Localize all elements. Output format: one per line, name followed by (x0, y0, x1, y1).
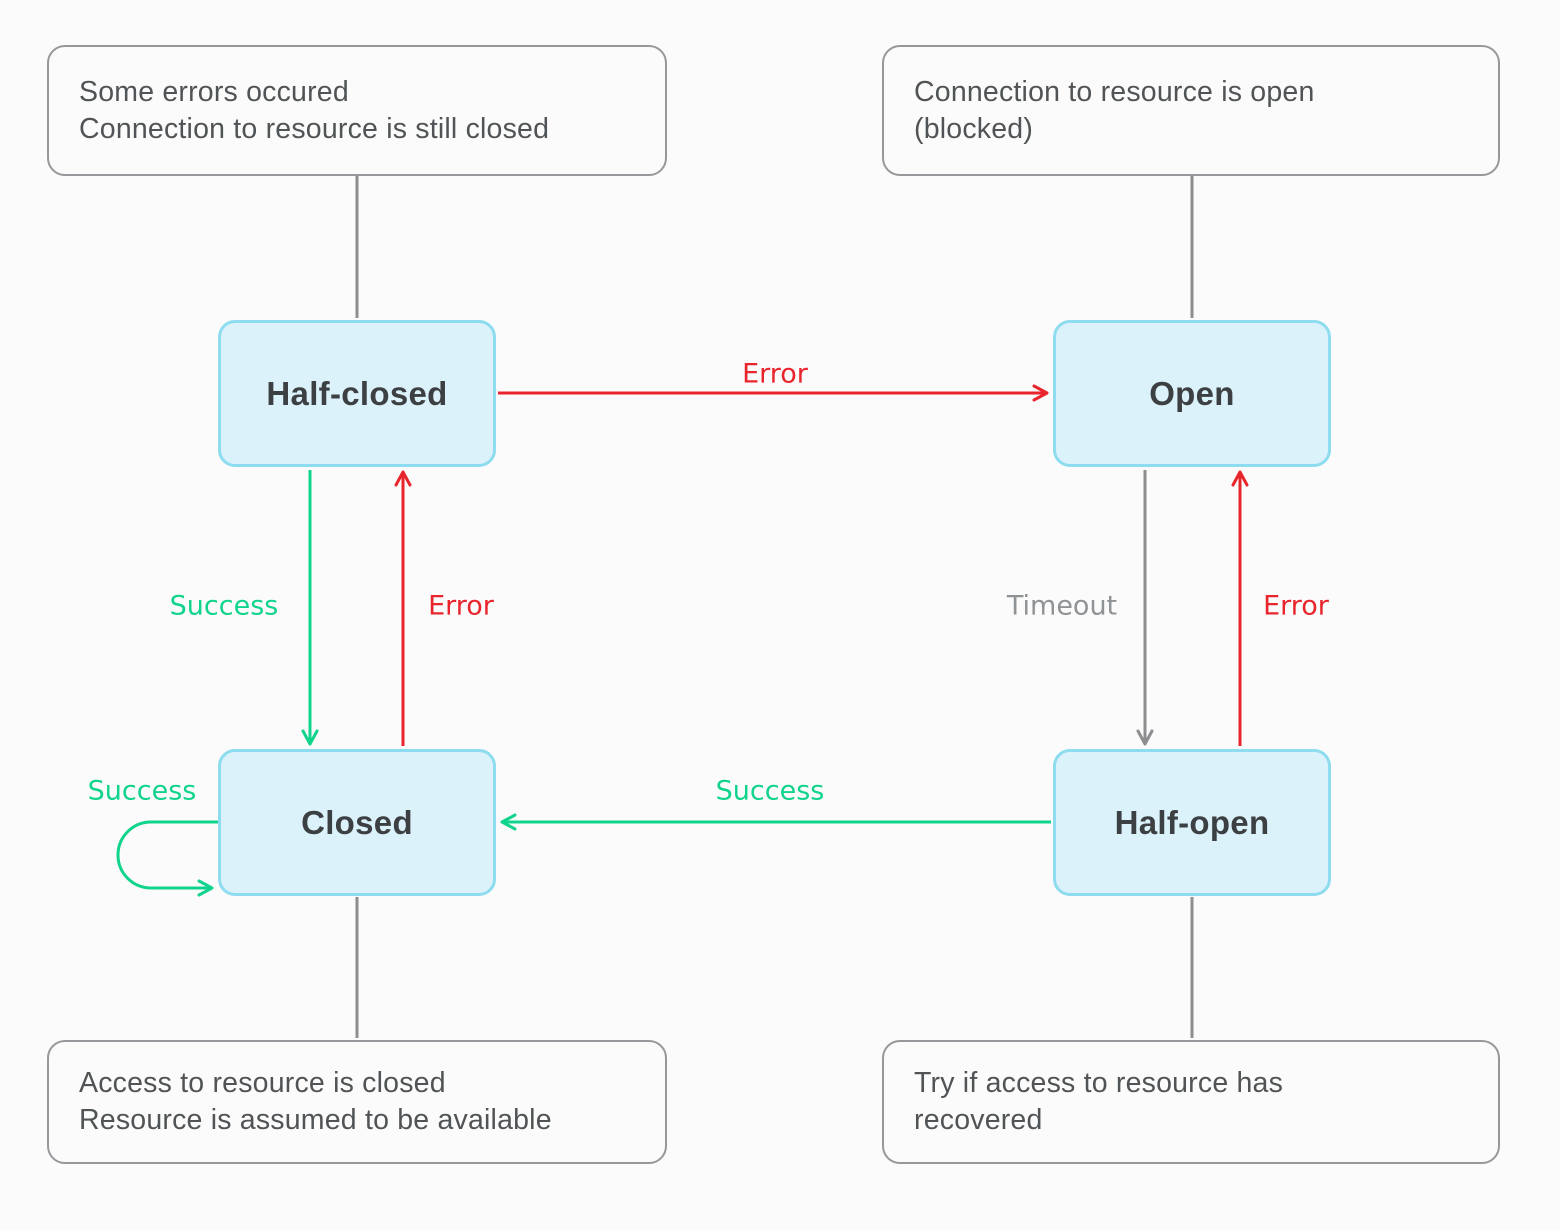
state-half-open: Half-open (1053, 749, 1331, 896)
note-closed: Access to resource is closed Resource is… (47, 1040, 667, 1164)
note-line: Try if access to resource has (914, 1067, 1284, 1099)
note-half-open: Try if access to resource has recovered (882, 1040, 1500, 1164)
edge-label-success-closed-self: Success (87, 775, 197, 807)
edge-label-timeout-open-half-open: Timeout (1006, 590, 1118, 622)
state-half-closed: Half-closed (218, 320, 496, 467)
state-label: Half-open (1114, 803, 1270, 841)
edge-label-success-half-closed-closed: Success (169, 590, 279, 622)
state-label: Open (1149, 374, 1235, 412)
edge-closed-self-loop (116, 820, 218, 897)
edge-label-error-half-closed-open: Error (742, 358, 808, 390)
note-line: Resource is assumed to be available (79, 1104, 552, 1136)
note-line: recovered (914, 1104, 1043, 1136)
state-open: Open (1053, 320, 1331, 467)
note-line: Connection to resource is still closed (79, 112, 550, 145)
state-label: Half-closed (266, 374, 448, 412)
edge-label-error-closed-half-closed: Error (428, 590, 494, 622)
note-line: Connection to resource is open (914, 75, 1315, 108)
note-half-closed: Some errors occured Connection to resour… (47, 45, 667, 176)
note-open: Connection to resource is open (blocked) (882, 45, 1500, 176)
note-line: Some errors occured (79, 75, 349, 108)
state-label: Closed (301, 803, 413, 841)
note-line: Access to resource is closed (79, 1067, 446, 1099)
note-line: (blocked) (914, 112, 1034, 145)
edge-label-error-half-open-open: Error (1263, 590, 1329, 622)
edge-label-success-half-open-closed: Success (715, 775, 825, 807)
state-closed: Closed (218, 749, 496, 896)
